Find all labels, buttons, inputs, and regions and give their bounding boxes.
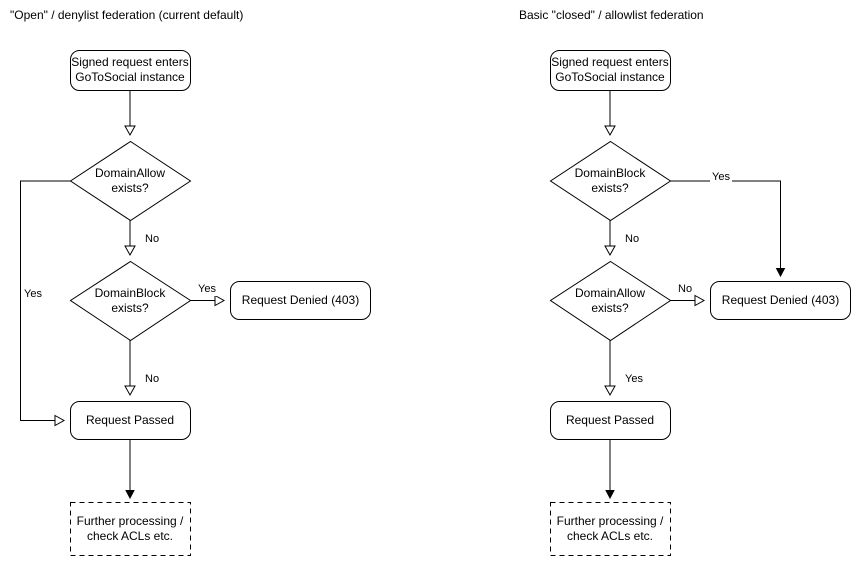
diagram-title-allowlist: Basic "closed" / allowlist federation xyxy=(519,8,704,22)
node-start xyxy=(70,50,191,91)
node-decision2 xyxy=(549,260,672,342)
node-passed xyxy=(550,401,671,440)
diagram-denylist xyxy=(20,50,371,556)
node-start xyxy=(550,50,671,91)
node-decision1 xyxy=(69,140,192,222)
edge-decision1-yes xyxy=(670,180,781,276)
node-decision1 xyxy=(549,140,672,222)
node-denied xyxy=(230,281,371,320)
diagram-title-denylist: "Open" / denylist federation (current de… xyxy=(10,8,244,22)
edge-label-decision2-no: No xyxy=(143,373,162,386)
node-passed xyxy=(70,401,191,440)
node-denied xyxy=(710,281,851,320)
edge-label-decision2-no: No xyxy=(676,283,695,296)
node-further-processing xyxy=(70,502,191,556)
edge-label-decision2-yes: Yes xyxy=(623,373,645,386)
edge-label-decision1-no: No xyxy=(143,233,162,246)
diagram-allowlist xyxy=(549,50,851,556)
edge-decision1-yes xyxy=(20,180,71,427)
edge-label-decision2-yes: Yes xyxy=(196,283,218,296)
node-decision2 xyxy=(69,260,192,342)
edge-label-decision1-no: No xyxy=(623,233,642,246)
node-further-processing xyxy=(550,502,671,556)
edge-label-decision1-yes: Yes xyxy=(710,171,732,184)
edge-label-decision1-yes: Yes xyxy=(22,288,44,301)
